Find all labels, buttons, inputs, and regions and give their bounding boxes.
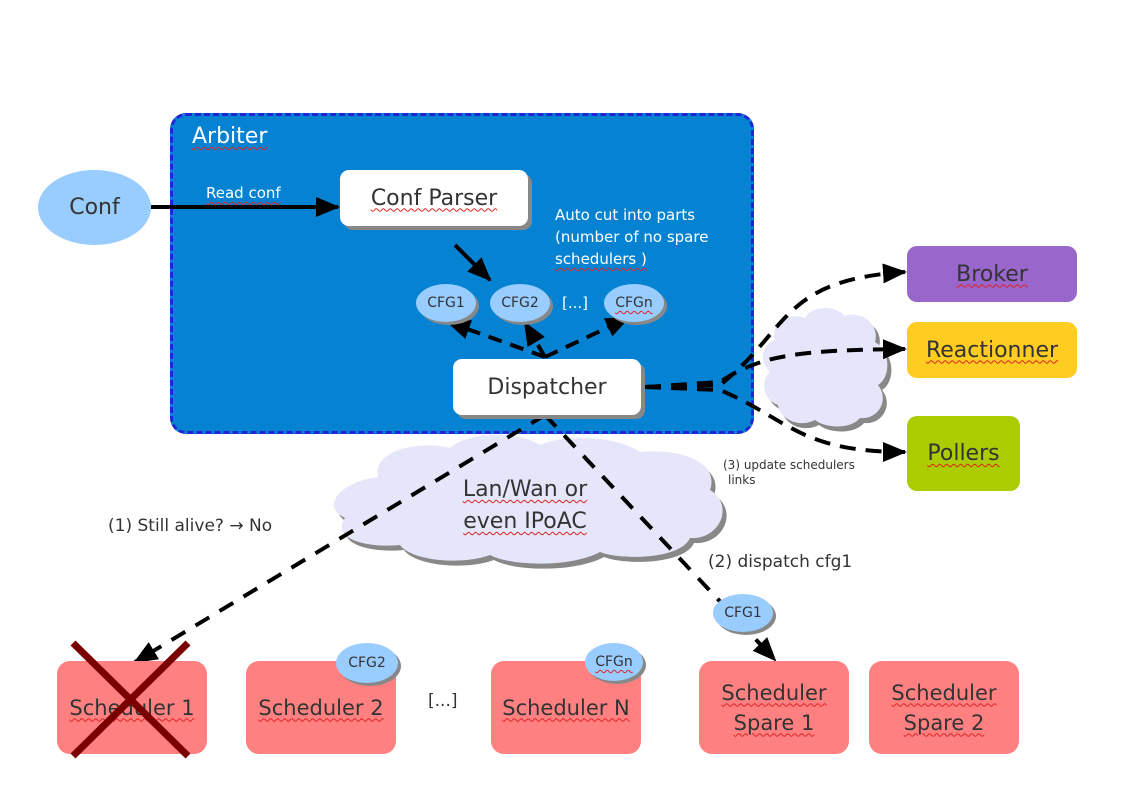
scheduler-spare-1[interactable]: Scheduler Spare 1 [699, 661, 849, 754]
broker-label: Broker [956, 261, 1028, 287]
conf-label: Conf [69, 195, 120, 220]
dispatch-cfg1-label: (2) dispatch cfg1 [708, 552, 853, 572]
scheduler-spare-2[interactable]: Scheduler Spare 2 [869, 661, 1019, 754]
cfg-ellipsis: [...] [562, 294, 589, 312]
reactionner-label: Reactionner [925, 337, 1059, 363]
scheduler-2-cfg-label: CFG2 [348, 655, 386, 671]
arbiter-title: Arbiter [192, 124, 268, 149]
network-cloud-label: Lan/Wan or even IPoAC [410, 474, 640, 538]
cfg1-label: CFG1 [427, 295, 465, 311]
broker-node[interactable]: Broker [907, 246, 1077, 302]
cfg2-label: CFG2 [501, 295, 539, 311]
scheduler-ellipsis: [...] [428, 691, 458, 711]
scheduler-2-label: Scheduler 2 [258, 695, 384, 720]
pollers-label: Pollers [927, 441, 1000, 466]
read-conf-label: Read conf [206, 184, 281, 202]
update-links-line-1: (3) update schedulers [723, 458, 855, 472]
scheduler-spare-2-label: Scheduler Spare 2 [891, 678, 996, 738]
dispatched-cfg1[interactable]: CFG1 [713, 594, 773, 632]
dispatcher-label: Dispatcher [487, 374, 607, 400]
scheduler-1[interactable]: Scheduler 1 [57, 661, 207, 754]
scheduler-n-label: Scheduler N [502, 695, 630, 720]
scheduler-n-cfg-label: CFGn [595, 654, 633, 670]
scheduler-spare-2-line-2: Spare 2 [903, 710, 985, 735]
conf-parser-label: Conf Parser [370, 185, 498, 211]
update-links-label: (3) update schedulers links [723, 458, 855, 488]
scheduler-spare-1-label: Scheduler Spare 1 [721, 678, 826, 738]
auto-cut-note: Auto cut into parts (number of no spare … [555, 204, 708, 270]
auto-cut-line-2: (number of no spare [555, 228, 709, 246]
network-cloud-line-1: Lan/Wan or [462, 477, 588, 502]
dispatched-cfg1-label: CFG1 [724, 605, 762, 621]
scheduler-n[interactable]: Scheduler N [491, 661, 641, 754]
cfgn-label: CFGn [615, 295, 653, 311]
scheduler-2-cfg: CFG2 [336, 643, 398, 683]
still-alive-label: (1) Still alive? → No [108, 516, 273, 536]
cfg2-part[interactable]: CFG2 [490, 284, 550, 322]
pollers-node[interactable]: Pollers [907, 416, 1020, 491]
network-cloud-line-2: even IPoAC [463, 509, 587, 534]
cfgn-part[interactable]: CFGn [604, 284, 664, 322]
conf-node[interactable]: Conf [38, 170, 151, 245]
auto-cut-line-3: schedulers ) [555, 250, 647, 268]
scheduler-spare-1-line-2: Spare 1 [733, 710, 815, 735]
scheduler-1-label: Scheduler 1 [69, 695, 195, 720]
scheduler-spare-2-line-1: Scheduler [891, 680, 997, 705]
auto-cut-line-1: Auto cut into parts [555, 206, 696, 224]
conf-parser-node[interactable]: Conf Parser [340, 170, 528, 226]
update-links-line-2: links [728, 473, 756, 487]
cfg1-part[interactable]: CFG1 [416, 284, 476, 322]
reactionner-node[interactable]: Reactionner [907, 322, 1077, 378]
dispatcher-node[interactable]: Dispatcher [453, 359, 641, 415]
scheduler-n-cfg: CFGn [585, 643, 643, 681]
scheduler-spare-1-line-1: Scheduler [721, 680, 827, 705]
